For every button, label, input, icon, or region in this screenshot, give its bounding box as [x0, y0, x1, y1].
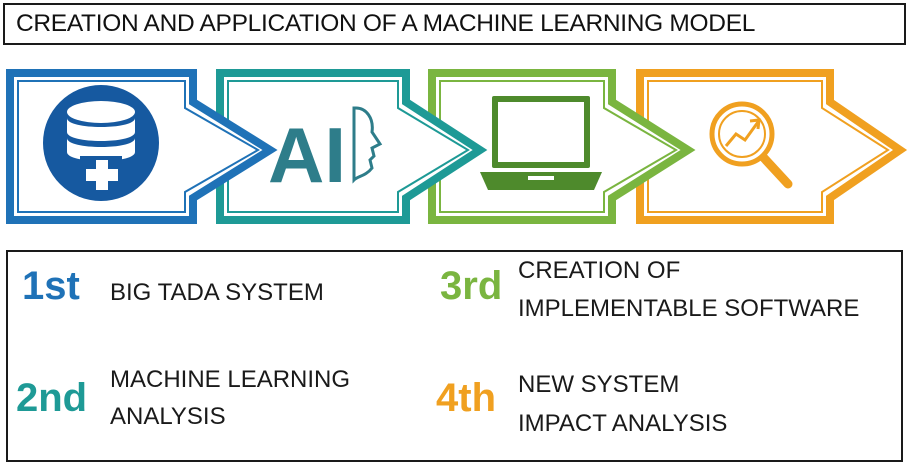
step-description-line: CREATION OF [518, 257, 681, 284]
step-description-line: MACHINE LEARNING [110, 366, 351, 393]
ai-head-icon: AI [268, 106, 383, 199]
step-description-line: BIG TADA SYSTEM [110, 279, 324, 306]
legend-box: 1st BIG TADA SYSTEM 2nd MACHINE LEARNING… [6, 250, 903, 462]
step-number: 3rd [440, 264, 503, 308]
step-description-line: ANALYSIS [110, 403, 226, 430]
diagram-title: CREATION AND APPLICATION OF A MACHINE LE… [16, 10, 756, 37]
step-description-line: IMPACT ANALYSIS [518, 410, 728, 437]
title-box: CREATION AND APPLICATION OF A MACHINE LE… [3, 3, 906, 45]
stage-1 [6, 69, 278, 224]
step-number: 4th [436, 376, 496, 420]
stage-2-arrow-outline [216, 69, 488, 224]
database-plus-icon [43, 85, 159, 201]
laptop-icon [480, 96, 602, 190]
stage-2: AI [216, 69, 488, 224]
step-number: 1st [22, 264, 80, 308]
ai-letters: AI [268, 111, 346, 199]
process-flow: AI [6, 69, 908, 224]
step-number: 2nd [16, 376, 88, 420]
magnifier-chart-icon [709, 101, 793, 189]
stage-4 [636, 69, 908, 224]
step-description-line: NEW SYSTEM [518, 371, 680, 398]
step-description-line: IMPLEMENTABLE SOFTWARE [518, 295, 860, 322]
stage-3 [428, 69, 696, 224]
